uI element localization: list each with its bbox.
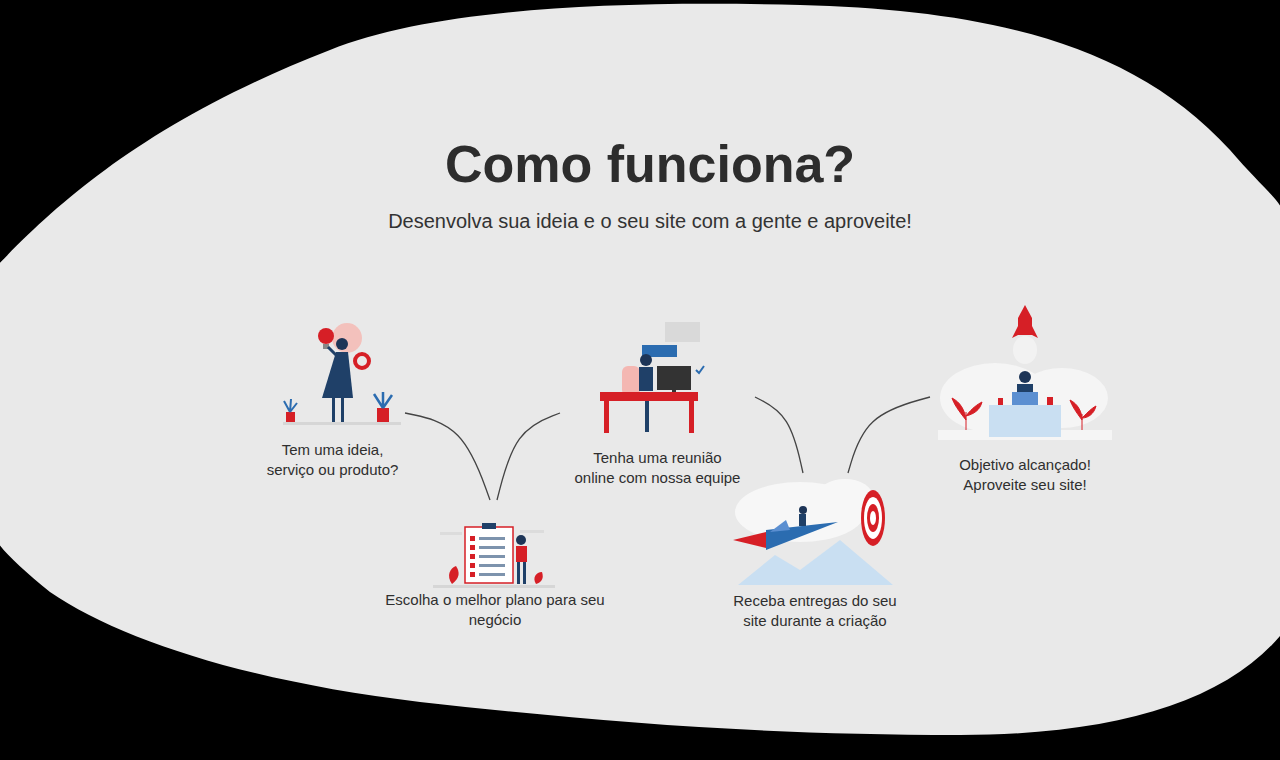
leg xyxy=(517,562,520,584)
step-node: Tem uma ideia, serviço ou produto? xyxy=(260,318,405,480)
check xyxy=(470,536,475,541)
list-line xyxy=(479,537,505,540)
delivery-illustration xyxy=(733,479,893,585)
meeting-illustration xyxy=(600,322,704,433)
plan-illustration xyxy=(433,523,555,588)
list-line xyxy=(479,546,505,549)
curved-connector xyxy=(848,397,930,473)
target xyxy=(870,511,876,525)
step-caption: Objetivo alcançado! Aproveite seu site! xyxy=(950,455,1100,495)
step-node: Receba entregas do seu site durante a cr… xyxy=(715,473,915,631)
list-line xyxy=(479,573,505,576)
desk-leg xyxy=(689,401,694,433)
floor xyxy=(433,585,555,588)
pink-disc xyxy=(332,323,362,353)
curved-connector xyxy=(755,397,803,473)
idea-illustration xyxy=(283,323,401,425)
pot xyxy=(377,408,389,422)
step-caption: Tenha uma reunião online com nossa equip… xyxy=(574,448,742,488)
step-caption: Receba entregas do seu site durante a cr… xyxy=(725,591,905,631)
plant xyxy=(1070,400,1096,430)
step-node: Tenha uma reunião online com nossa equip… xyxy=(560,318,755,488)
rocket-fin xyxy=(1012,326,1038,338)
blob-ground xyxy=(0,4,1280,735)
floor xyxy=(283,422,401,425)
target xyxy=(867,504,879,532)
leaves xyxy=(374,392,392,408)
leaves xyxy=(284,399,297,412)
head xyxy=(336,338,348,350)
step-node: Objetivo alcançado! Aproveite seu site! xyxy=(930,300,1120,495)
clip xyxy=(482,523,496,529)
chat-bubble xyxy=(665,322,700,342)
head xyxy=(640,354,652,366)
desk-leg xyxy=(604,401,609,433)
light-bulb xyxy=(318,328,334,344)
clipboard xyxy=(465,527,513,583)
shirt xyxy=(516,546,527,562)
check-mark xyxy=(696,366,704,373)
dress xyxy=(322,352,353,398)
step-caption: Tem uma ideia, serviço ou produto? xyxy=(260,440,405,480)
leg xyxy=(341,398,344,422)
plant xyxy=(449,566,459,584)
flame xyxy=(733,532,766,548)
curved-connector xyxy=(497,413,560,500)
check xyxy=(470,545,475,550)
cloud-line xyxy=(520,530,544,533)
check xyxy=(470,554,475,559)
cup xyxy=(1047,397,1053,405)
head xyxy=(1019,371,1031,383)
pot xyxy=(286,412,295,422)
rider-head xyxy=(799,506,807,514)
leg xyxy=(523,562,526,584)
rocket-fin xyxy=(770,520,790,532)
plant xyxy=(952,398,982,430)
chair xyxy=(622,366,640,396)
page-title: Como funciona? xyxy=(300,134,1000,194)
desk xyxy=(600,392,698,401)
list-line xyxy=(479,564,505,567)
desk xyxy=(989,405,1061,437)
rider-body xyxy=(799,514,806,526)
goal-illustration xyxy=(938,305,1112,440)
body xyxy=(639,367,653,391)
cup xyxy=(998,398,1003,405)
leg xyxy=(332,398,335,422)
step-caption: Escolha o melhor plano para seu negócio xyxy=(365,590,625,630)
ring xyxy=(355,354,369,368)
step-node: Escolha o melhor plano para seu negócio xyxy=(365,500,625,630)
list-line xyxy=(479,555,505,558)
checklist xyxy=(470,536,505,577)
head xyxy=(516,535,526,545)
rocket xyxy=(766,522,838,550)
rocket xyxy=(1018,305,1032,335)
curved-connector xyxy=(405,413,490,500)
leg xyxy=(645,401,649,432)
plant xyxy=(534,572,542,584)
target xyxy=(864,497,882,539)
subtitle: Desenvolva sua ideia e o seu site com a … xyxy=(300,208,1000,234)
smoke xyxy=(1013,336,1037,364)
monitor xyxy=(657,366,691,390)
check xyxy=(470,563,475,568)
check xyxy=(470,572,475,577)
target xyxy=(861,490,885,546)
laptop xyxy=(1012,392,1038,406)
cloud-line xyxy=(440,532,462,535)
